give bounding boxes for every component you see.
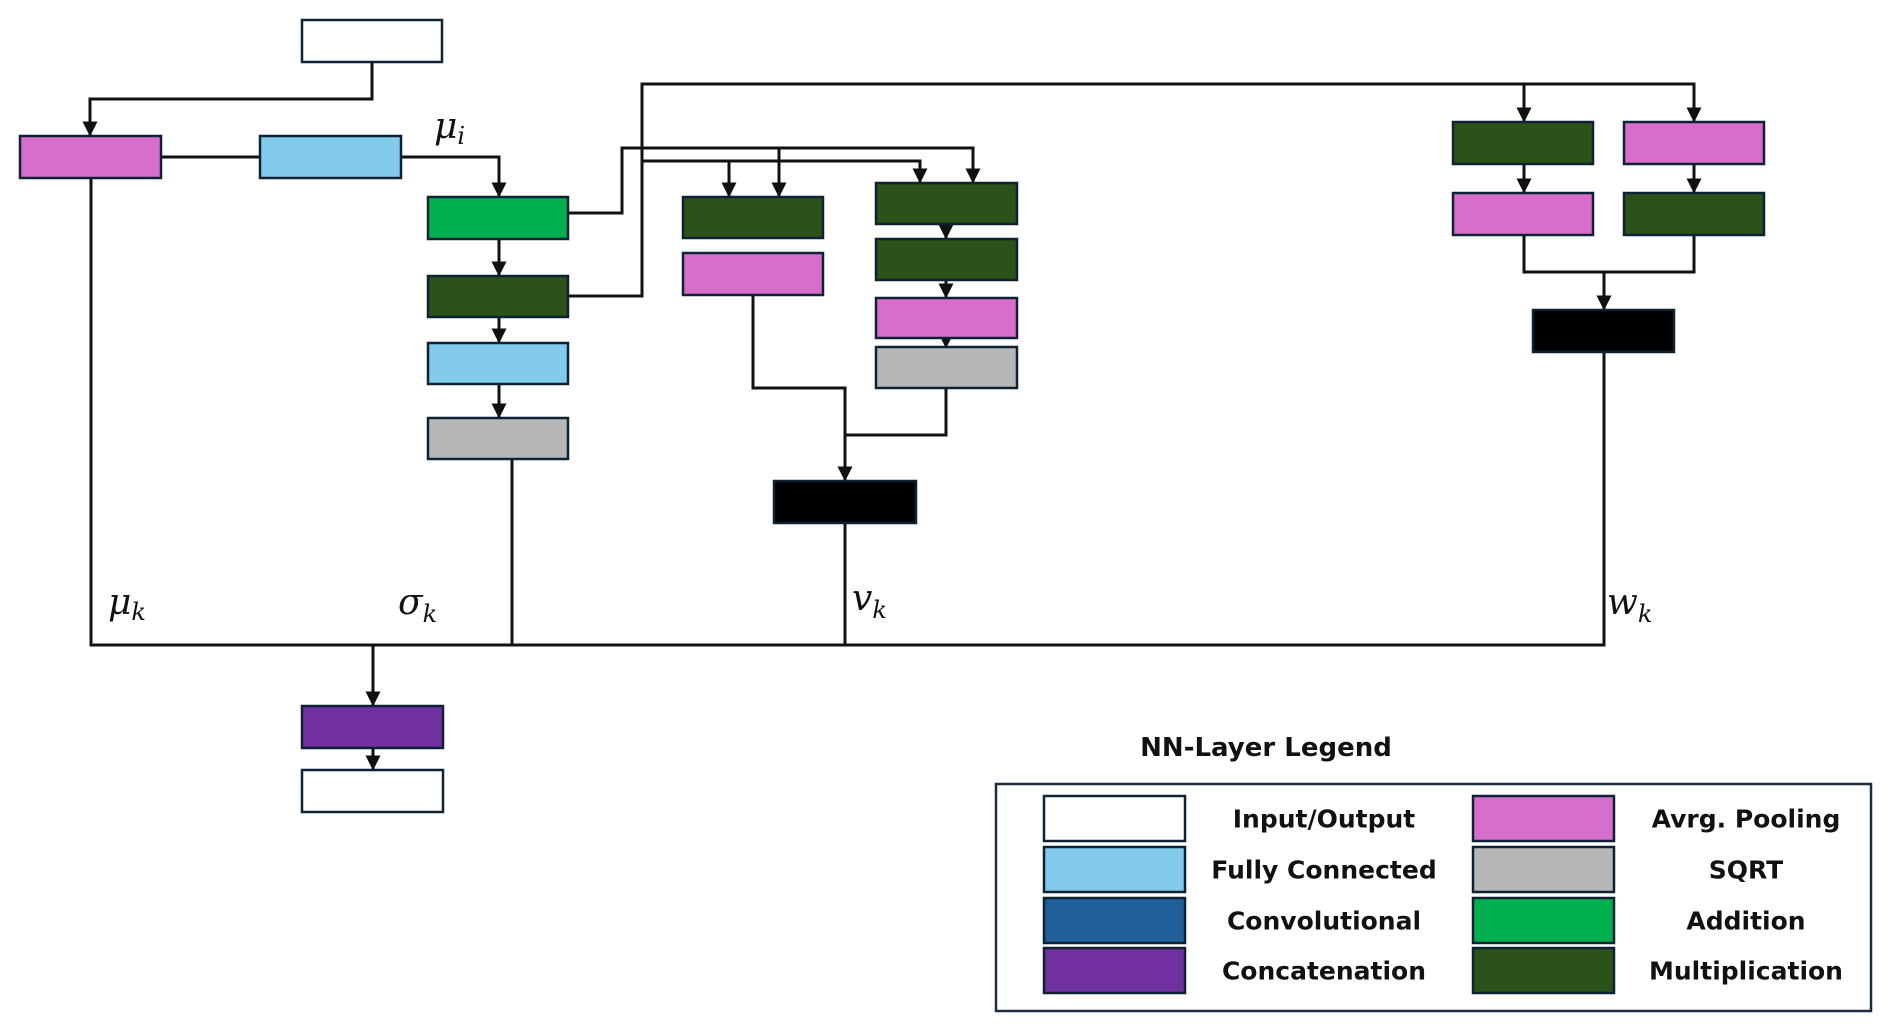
legend-item: Convolutional [1042,896,1421,945]
legend-item: Avrg. Pooling [1471,794,1841,843]
label-mu-k: μk [108,582,146,626]
legend-swatch-multiplication [1471,946,1616,995]
label-sigma-k: σk [398,582,437,628]
avg-pooling-layer [18,134,163,180]
avg-pooling-layer [1451,191,1595,237]
multiplication-layer [874,181,1019,226]
legend-item: Multiplication [1471,946,1843,995]
fully-connected-layer [426,341,570,386]
connection-wires [82,62,1702,771]
legend-label: Fully Connected [1211,856,1436,885]
fully-connected-layer [258,134,403,180]
legend-label: Multiplication [1649,957,1843,986]
legend-item: Concatenation [1042,946,1426,995]
multiplication-layer [1622,191,1766,237]
legend-label: Concatenation [1222,957,1426,986]
label-nu-k: vk [852,578,887,624]
wire-multiplication-branch [568,82,1702,298]
concatenation-layer [300,704,445,750]
avg-pooling-layer [681,251,825,297]
multiplication-layer [681,195,825,240]
legend-label: Avrg. Pooling [1652,805,1841,834]
black-layer [1531,308,1676,354]
label-mu-i: μi [434,106,465,150]
output-layer [300,768,445,814]
math-labels: μi μk σk vk wk [108,106,1652,628]
legend-swatch-sqrt [1471,845,1616,894]
wire-addition-branch [568,146,981,215]
legend-frame [994,782,1873,1013]
layer-blocks [18,18,1766,814]
legend-item: SQRT [1471,845,1783,894]
legend-item: Addition [1471,896,1806,945]
multiplication-layer [1451,120,1595,166]
sqrt-layer [426,416,570,461]
wire-v-pool-to-black [751,295,853,482]
legend-label: Convolutional [1227,907,1421,936]
label-w-k: wk [1607,582,1652,628]
legend-swatch-concatenation [1042,946,1187,995]
avg-pooling-layer [874,296,1019,340]
multiplication-layer [874,237,1019,282]
legend-swatch-input-output [1042,794,1187,843]
legend-label: Addition [1686,907,1805,936]
legend-item: Input/Output [1042,794,1416,843]
legend-swatch-avg-pooling [1471,794,1616,843]
wire-multiplication-to-mid [642,159,928,184]
legend-swatch-fully-connected [1042,845,1187,894]
black-layer [772,479,918,525]
multiplication-layer [426,274,570,319]
avg-pooling-layer [1622,120,1766,166]
input-layer [300,18,444,64]
wire-input-to-pool [82,62,374,137]
wire-v-sqrt-to-merge [845,388,948,437]
legend-swatch-addition [1471,896,1616,945]
legend-title: NN-Layer Legend [1140,733,1392,763]
wire-output-bus [89,178,1606,647]
addition-layer [426,195,570,241]
legend-label: Input/Output [1233,805,1416,834]
wire-fc-to-addition [401,155,507,198]
sqrt-layer [874,345,1019,390]
legend-swatch-convolutional [1042,896,1187,945]
legend-label: SQRT [1709,856,1783,885]
legend-item: Fully Connected [1042,845,1437,894]
wire-w-merge [1522,235,1696,274]
